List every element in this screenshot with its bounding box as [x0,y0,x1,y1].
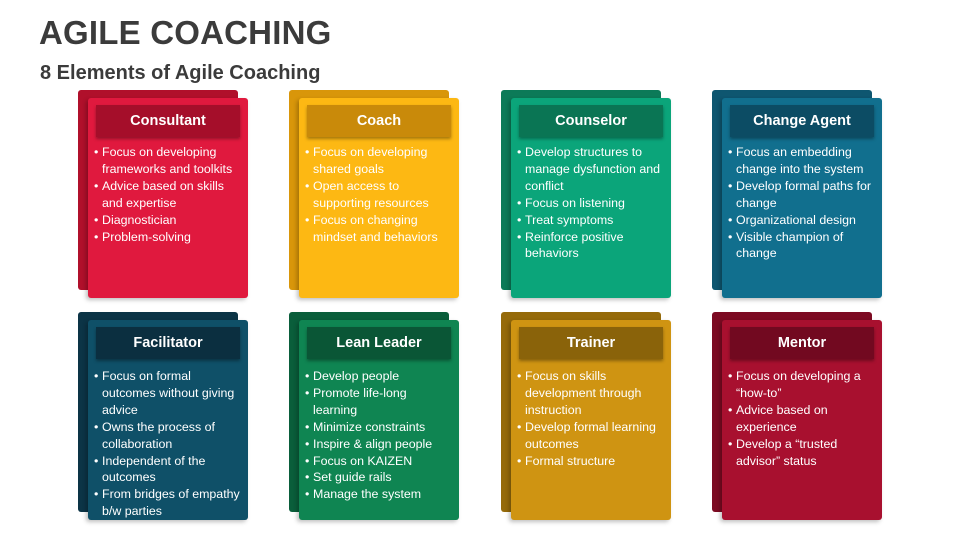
card-consultant: Consultant Focus on developing framework… [78,90,248,300]
bullet-item: Develop formal learning outcomes [517,419,665,453]
card-front-panel: Mentor Focus on developing a “how-to” Ad… [722,320,882,520]
bullet-item: Focus on formal outcomes without giving … [94,368,242,419]
bullet-list: Focus on developing a “how-to” Advice ba… [728,368,876,469]
bullet-list: Focus on developing frameworks and toolk… [94,144,242,245]
bullet-list: Focus on skills development through inst… [517,368,665,469]
bullet-item: Owns the process of collaboration [94,419,242,453]
bullet-item: Open access to supporting resources [305,178,453,212]
bullet-item: Focus on developing a “how-to” [728,368,876,402]
card-heading: Facilitator [96,327,240,359]
card-heading: Change Agent [730,105,874,137]
bullet-item: Focus an embedding change into the syste… [728,144,876,178]
card-front-panel: Lean Leader Develop people Promote life-… [299,320,459,520]
card-front-panel: Counselor Develop structures to manage d… [511,98,671,298]
bullet-item: Manage the system [305,486,453,503]
bullet-list: Focus on formal outcomes without giving … [94,368,242,520]
card-front-panel: Change Agent Focus an embedding change i… [722,98,882,298]
card-front-panel: Consultant Focus on developing framework… [88,98,248,298]
card-change-agent: Change Agent Focus an embedding change i… [712,90,882,300]
bullet-item: Diagnostician [94,212,242,229]
bullet-item: Focus on developing frameworks and toolk… [94,144,242,178]
bullet-item: Inspire & align people [305,436,453,453]
bullet-item: Treat symptoms [517,212,665,229]
card-heading: Counselor [519,105,663,137]
bullet-item: Develop people [305,368,453,385]
card-front-panel: Coach Focus on developing shared goals O… [299,98,459,298]
bullet-item: Promote life-long learning [305,385,453,419]
bullet-item: Focus on skills development through inst… [517,368,665,419]
bullet-item: Focus on listening [517,195,665,212]
bullet-item: From bridges of empathy b/w parties [94,486,242,520]
bullet-item: Visible champion of change [728,229,876,263]
card-coach: Coach Focus on developing shared goals O… [289,90,459,300]
card-heading: Trainer [519,327,663,359]
page-title: AGILE COACHING [39,14,332,51]
card-counselor: Counselor Develop structures to manage d… [501,90,671,300]
card-heading: Mentor [730,327,874,359]
bullet-item: Develop a “trusted advisor” status [728,436,876,470]
bullet-item: Minimize constraints [305,419,453,436]
card-lean-leader: Lean Leader Develop people Promote life-… [289,312,459,522]
bullet-item: Focus on changing mindset and behaviors [305,212,453,246]
card-heading: Consultant [96,105,240,137]
card-facilitator: Facilitator Focus on formal outcomes wit… [78,312,248,522]
page-subtitle: 8 Elements of Agile Coaching [40,62,321,84]
bullet-item: Focus on developing shared goals [305,144,453,178]
card-trainer: Trainer Focus on skills development thro… [501,312,671,522]
card-front-panel: Facilitator Focus on formal outcomes wit… [88,320,248,520]
bullet-item: Advice based on experience [728,402,876,436]
bullet-item: Independent of the outcomes [94,453,242,487]
bullet-item: Set guide rails [305,469,453,486]
bullet-item: Advice based on skills and expertise [94,178,242,212]
card-heading: Lean Leader [307,327,451,359]
bullet-list: Focus an embedding change into the syste… [728,144,876,262]
bullet-item: Formal structure [517,453,665,470]
bullet-item: Develop formal paths for change [728,178,876,212]
card-mentor: Mentor Focus on developing a “how-to” Ad… [712,312,882,522]
bullet-list: Focus on developing shared goals Open ac… [305,144,453,245]
bullet-item: Develop structures to manage dysfunction… [517,144,665,195]
bullet-list: Develop people Promote life-long learnin… [305,368,453,503]
card-front-panel: Trainer Focus on skills development thro… [511,320,671,520]
bullet-item: Focus on KAIZEN [305,453,453,470]
bullet-item: Organizational design [728,212,876,229]
bullet-item: Problem-solving [94,229,242,246]
bullet-item: Reinforce positive behaviors [517,229,665,263]
card-heading: Coach [307,105,451,137]
bullet-list: Develop structures to manage dysfunction… [517,144,665,262]
